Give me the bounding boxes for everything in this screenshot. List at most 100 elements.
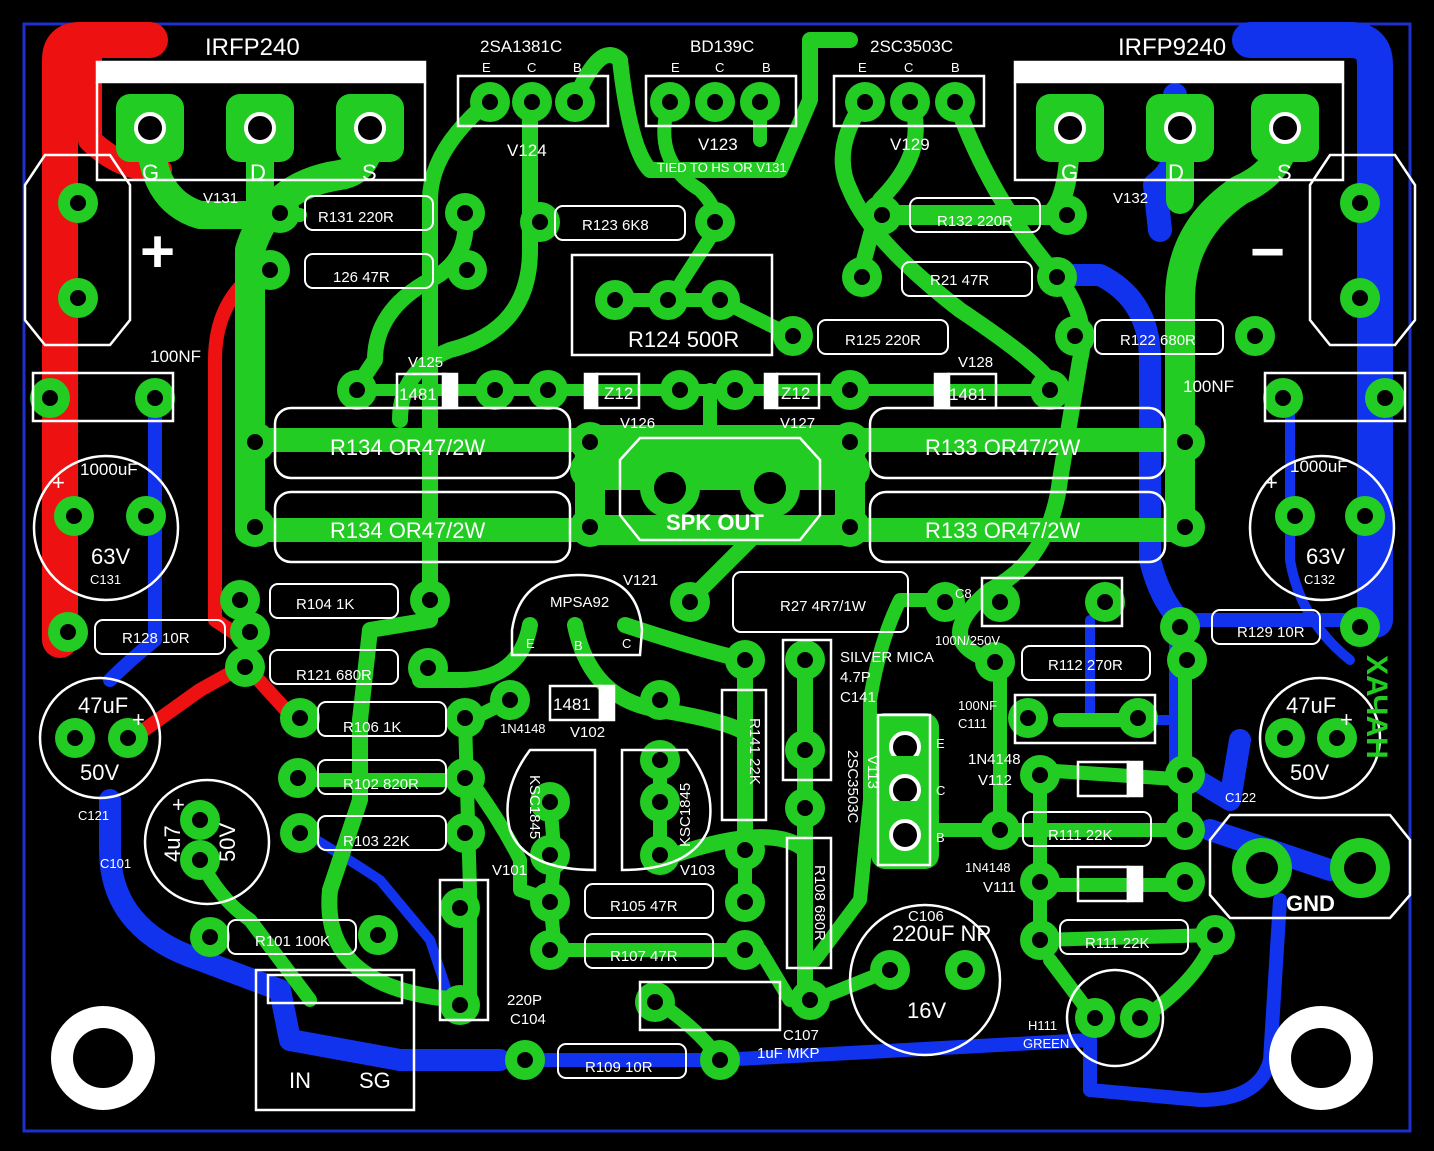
cap-label: 1000uF <box>80 460 138 479</box>
pad-hole <box>992 594 1008 610</box>
pin-label: C <box>527 60 536 75</box>
pad-hole <box>1344 852 1376 884</box>
pad-hole <box>662 94 678 110</box>
pad-hole <box>370 927 386 943</box>
pad-hole <box>672 382 688 398</box>
ref-label: C122 <box>1225 790 1256 805</box>
cap-label: 47uF <box>1286 693 1336 718</box>
pad-hole <box>487 382 503 398</box>
part-label: KSC1845 <box>526 775 543 839</box>
resistor-label: R101 100K <box>255 933 330 950</box>
pin-label: C <box>622 636 631 651</box>
ref-label: V112 <box>978 772 1012 789</box>
pad-hole <box>192 812 208 828</box>
pad-hole <box>1059 207 1075 223</box>
resistor-body <box>304 195 434 231</box>
part-label: KSC1845 <box>677 783 694 847</box>
resistor-body <box>269 583 399 619</box>
pad-hole <box>889 819 921 851</box>
pad-hole <box>452 997 468 1013</box>
pad-hole <box>1032 767 1048 783</box>
diode-label: 1N4148 <box>500 721 546 736</box>
green-traces <box>136 32 1300 1067</box>
cap-label: 50V <box>215 823 240 862</box>
pin-label: E <box>482 60 491 75</box>
pad-hole <box>987 654 1003 670</box>
pad-hole <box>1275 390 1291 406</box>
resistor-label: R132 220R <box>937 213 1013 230</box>
diode-label: 1481 <box>553 695 591 714</box>
resistor-bodies <box>94 195 1321 1079</box>
resistor-label: R107 47R <box>610 948 678 965</box>
pad-hole <box>682 594 698 610</box>
pin-label: E <box>858 60 867 75</box>
ref-label: C106 <box>908 908 944 925</box>
cap-label: 63V <box>1306 544 1345 569</box>
pad-hole <box>712 292 728 308</box>
pad-hole <box>882 962 898 978</box>
part-label: BD139C <box>690 37 754 56</box>
pad-hole <box>1352 195 1368 211</box>
cap-label: 100NF <box>958 698 997 713</box>
pad-hole <box>1049 269 1065 285</box>
cap-label: 50V <box>80 760 119 785</box>
resistor-label: 126 47R <box>333 269 390 286</box>
resistor-label: R109 10R <box>585 1059 653 1076</box>
pad-hole <box>542 794 558 810</box>
pad-hole <box>1329 730 1345 746</box>
pad-hole <box>1269 112 1301 144</box>
pad-hole <box>889 774 921 806</box>
pad-hole <box>707 94 723 110</box>
polarity-plus: + <box>132 707 145 732</box>
ref-label: V111 <box>983 879 1016 896</box>
ref-label: V131 <box>203 190 238 207</box>
pad-hole <box>1032 874 1048 890</box>
pad-hole <box>1247 328 1263 344</box>
cap-label: 63V <box>91 544 130 569</box>
pad-hole <box>737 652 753 668</box>
pad-hole <box>147 390 163 406</box>
resistor-body <box>817 319 949 355</box>
part-label: 2SC3503C <box>844 750 861 824</box>
ref-label: V127 <box>780 415 815 432</box>
pad-hole <box>1177 767 1193 783</box>
plus-sign: + <box>140 218 175 285</box>
pad-hole <box>420 660 436 676</box>
resistor-label: R27 4R7/1W <box>780 598 867 615</box>
pin-label: C <box>715 60 724 75</box>
ref-label: C107 <box>783 1027 819 1044</box>
pad-hole <box>797 652 813 668</box>
gnd-label: GND <box>1286 891 1335 916</box>
cap-label: 1000uF <box>1290 457 1348 476</box>
pad-hole <box>842 519 858 535</box>
pad-hole <box>1277 730 1293 746</box>
diode-label: 1481 <box>399 385 437 404</box>
pin-label: E <box>526 636 535 651</box>
pad-hole <box>134 112 166 144</box>
part-label: 2SA1381C <box>480 37 562 56</box>
pad-hole <box>652 692 668 708</box>
pad-hole <box>1097 594 1113 610</box>
ref-label: V123 <box>698 135 738 154</box>
pad-hole <box>459 262 475 278</box>
pad-hole <box>652 752 668 768</box>
pad-hole <box>457 825 473 841</box>
ref-label: V129 <box>890 135 930 154</box>
signature: ХАЧАН <box>1360 655 1393 759</box>
resistor-body <box>584 883 714 919</box>
ref-label: C104 <box>510 1011 546 1028</box>
pin-label: C <box>936 783 945 798</box>
pad-hole <box>842 434 858 450</box>
note-label: TIED TO HS OR V131 <box>657 160 787 175</box>
pad-hole <box>192 852 208 868</box>
pad-hole <box>60 624 76 640</box>
pad-hole <box>70 195 86 211</box>
polarity-plus: + <box>1265 470 1278 495</box>
cap-label: 4.7P <box>840 669 871 686</box>
resistor-label: R131 220R <box>318 209 394 226</box>
pad-hole <box>582 434 598 450</box>
pad-hole <box>737 894 753 910</box>
pads <box>30 82 1405 1080</box>
pad-hole <box>66 508 82 524</box>
pin-label: B <box>762 60 771 75</box>
